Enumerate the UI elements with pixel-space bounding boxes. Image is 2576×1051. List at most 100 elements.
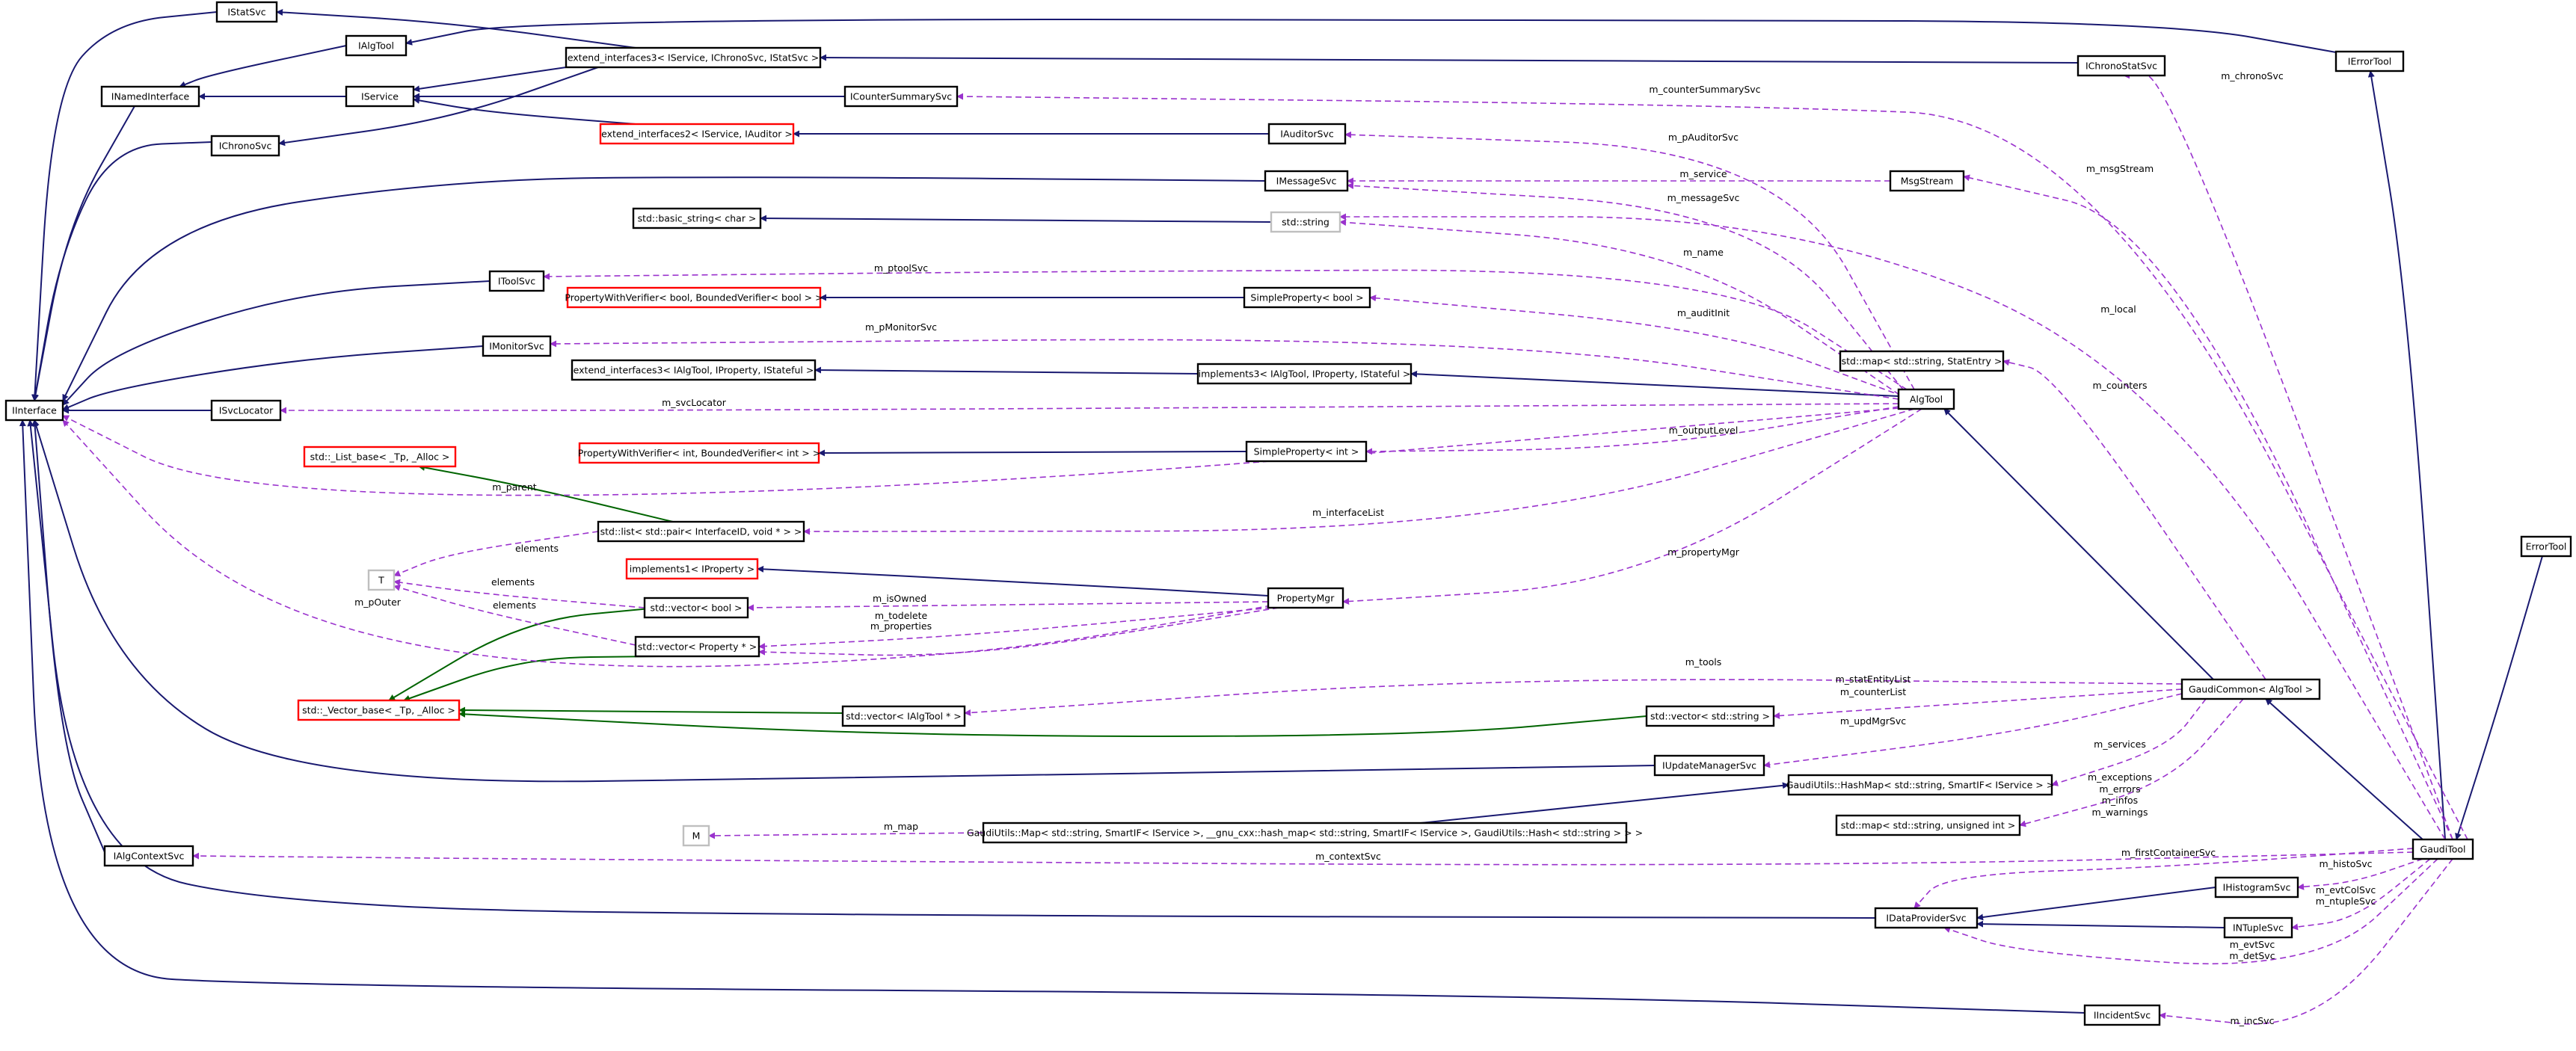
class-box[interactable] [1787,774,2053,796]
class-box[interactable] [1267,123,1347,145]
class-box[interactable] [843,85,959,108]
class-node-gaudi-common[interactable]: GaudiCommon< AlgTool > [2180,678,2321,700]
class-node-ialg-context-svc[interactable]: IAlgContextSvc [103,845,194,867]
class-box[interactable] [482,335,552,357]
class-node-ichrono-stat-svc[interactable]: IChronoStatSvc [2077,55,2166,77]
class-box[interactable] [345,34,408,57]
class-box[interactable] [1835,814,2021,836]
class-node-idata-provider-svc[interactable]: IDataProviderSvc [1874,907,1979,929]
class-box[interactable] [215,1,278,23]
class-node-spint[interactable]: SimpleProperty< int > [1245,440,1368,463]
class-node-error-tool[interactable]: ErrorTool [2520,535,2572,558]
class-box[interactable] [303,446,457,468]
class-box[interactable] [1196,363,1413,385]
class-node-isvc-locator[interactable]: ISvcLocator [210,399,282,422]
class-box[interactable] [599,123,795,145]
class-box[interactable] [4,399,64,422]
class-node-ialg-tool[interactable]: IAlgTool [345,34,408,57]
class-box[interactable] [1874,907,1979,929]
class-box[interactable] [625,558,759,580]
class-node-hash-map[interactable]: GaudiUtils::HashMap< std::string, SmartI… [1786,774,2054,796]
class-node-imessage-svc[interactable]: IMessageSvc [1264,170,1349,192]
class-box[interactable] [1889,170,1965,192]
class-box[interactable] [597,520,805,543]
class-box[interactable] [210,135,280,157]
class-box[interactable] [571,359,817,381]
class-node-t[interactable]: T [367,569,396,591]
class-box[interactable] [1245,440,1368,463]
class-node-ihistogram-svc[interactable]: IHistogramSvc [2214,876,2299,899]
class-node-pwvbool[interactable]: PropertyWithVerifier< bool, BoundedVerif… [565,286,823,309]
class-node-ichrono-svc[interactable]: IChronoSvc [210,135,280,157]
class-node-vec-prop[interactable]: std::vector< Property * > [634,635,760,658]
class-node-vec-base[interactable]: std::_Vector_base< _Tp, _Alloc > [297,699,461,721]
class-node-iupdate-manager-svc[interactable]: IUpdateManagerSvc [1653,754,1765,777]
class-node-iauditor-svc[interactable]: IAuditorSvc [1267,123,1347,145]
class-box[interactable] [297,699,461,721]
class-box[interactable] [2077,55,2166,77]
class-node-basic-string[interactable]: std::basic_string< char > [632,207,762,229]
class-box[interactable] [345,85,415,108]
class-node-vec-string[interactable]: std::vector< std::string > [1645,705,1775,727]
class-node-inamed-interface[interactable]: INamedInterface [100,85,200,108]
class-node-ierror-tool[interactable]: IErrorTool [2334,50,2405,73]
class-node-imonitor-svc[interactable]: IMonitorSvc [482,335,552,357]
class-node-alg-tool[interactable]: AlgTool [1897,388,1955,410]
class-node-map-int[interactable]: std::map< std::string, unsigned int > [1835,814,2021,836]
class-box[interactable] [841,705,966,727]
class-box[interactable] [1653,754,1765,777]
class-node-istat-svc[interactable]: IStatSvc [215,1,278,23]
class-box[interactable] [488,270,545,292]
class-box[interactable] [643,597,749,619]
class-box[interactable] [634,635,760,658]
class-box[interactable] [100,85,200,108]
class-box[interactable] [1645,705,1775,727]
class-box[interactable] [210,399,282,422]
class-node-list-pair[interactable]: std::list< std::pair< InterfaceID, void … [597,520,805,543]
class-box[interactable] [682,825,710,847]
class-box[interactable] [1839,350,2005,372]
class-node-m[interactable]: M [682,825,710,847]
class-node-intuple-svc[interactable]: INTupleSvc [2223,916,2293,939]
class-node-vec-bool[interactable]: std::vector< bool > [643,597,749,619]
class-box[interactable] [1267,587,1344,609]
class-node-impl1[interactable]: implements1< IProperty > [625,558,759,580]
class-node-spbool[interactable]: SimpleProperty< bool > [1243,286,1371,309]
class-box[interactable] [632,207,762,229]
class-node-ext-ialg-tool[interactable]: extend_interfaces3< IAlgTool, IProperty,… [571,359,817,381]
class-box[interactable] [982,822,1628,844]
class-node-property-mgr[interactable]: PropertyMgr [1267,587,1344,609]
class-box[interactable] [1264,170,1349,192]
class-box[interactable] [2083,1004,2161,1026]
class-node-map-stat-entry[interactable]: std::map< std::string, StatEntry > [1839,350,2005,372]
class-box[interactable] [578,442,820,464]
class-box[interactable] [103,845,194,867]
class-node-impl3[interactable]: implements3< IAlgTool, IProperty, IState… [1196,363,1413,385]
class-node-ext-iauditor[interactable]: extend_interfaces2< IService, IAuditor > [599,123,795,145]
class-node-gumap[interactable]: GaudiUtils::Map< std::string, SmartIF< I… [967,822,1643,844]
class-box[interactable] [1243,286,1371,309]
class-box[interactable] [565,46,822,69]
class-node-itool-svc[interactable]: IToolSvc [488,270,545,292]
class-box[interactable] [2223,916,2293,939]
class-node-iservice[interactable]: IService [345,85,415,108]
class-box[interactable] [2214,876,2299,899]
class-node-ext-ichrono[interactable]: extend_interfaces3< IService, IChronoSvc… [565,46,822,69]
class-node-list-base[interactable]: std::_List_base< _Tp, _Alloc > [303,446,457,468]
class-node-gaudi-tool[interactable]: GaudiTool [2411,838,2474,860]
class-node-msg-stream[interactable]: MsgStream [1889,170,1965,192]
class-box[interactable] [1897,388,1955,410]
class-box[interactable] [2180,678,2321,700]
class-box[interactable] [1270,211,1341,233]
class-node-icounter-summary-svc[interactable]: ICounterSummarySvc [843,85,959,108]
class-box[interactable] [2411,838,2474,860]
class-node-pwvint[interactable]: PropertyWithVerifier< int, BoundedVerifi… [578,442,820,464]
class-node-vec-ialg-tool[interactable]: std::vector< IAlgTool * > [841,705,966,727]
class-node-std-string[interactable]: std::string [1270,211,1341,233]
class-box[interactable] [2334,50,2405,73]
class-node-iincident-svc[interactable]: IIncidentSvc [2083,1004,2161,1026]
class-box[interactable] [367,569,396,591]
class-node-iinterface[interactable]: IInterface [4,399,64,422]
class-box[interactable] [2520,535,2572,558]
class-box[interactable] [566,286,822,309]
